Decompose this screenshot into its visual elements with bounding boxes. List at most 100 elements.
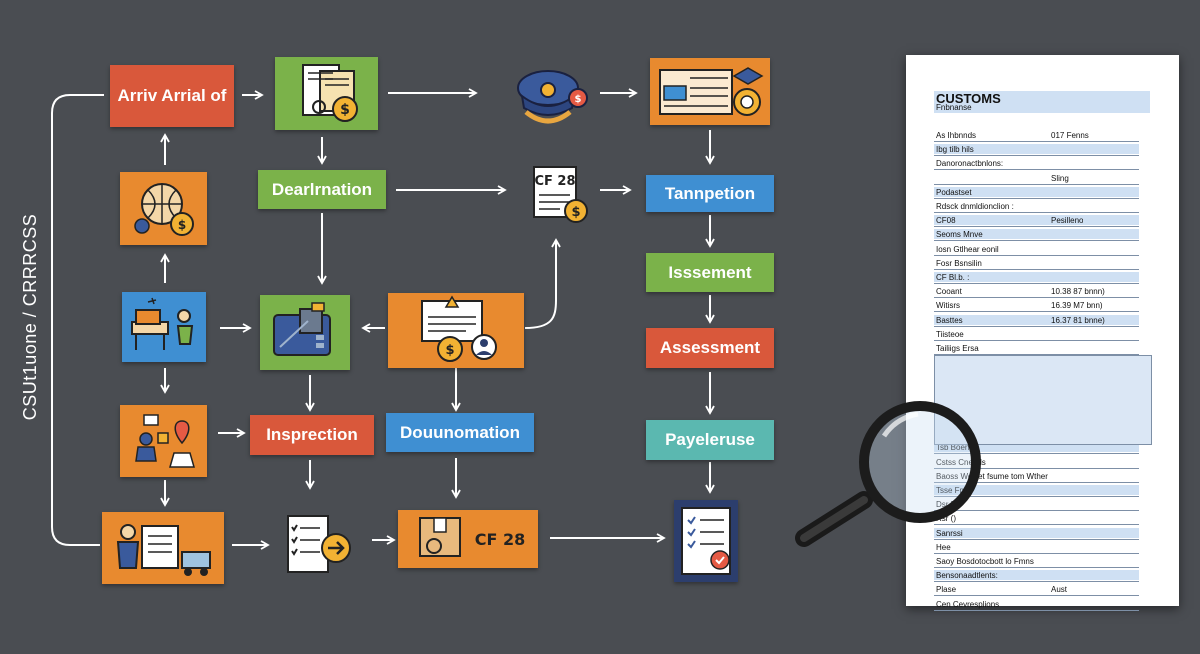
form-rule (934, 339, 1139, 341)
documentation-form-icon[interactable]: $ (388, 293, 524, 368)
form-rule (934, 481, 1139, 483)
tannpetion-label: Tannpetion (664, 183, 756, 203)
form-line-label: Ibg tilb hils (936, 145, 974, 155)
tannpetion-box[interactable]: Tannpetion (646, 175, 774, 212)
form-rule (934, 354, 1139, 355)
form-rule (934, 581, 1139, 583)
vertical-process-title: CSUt1uone / CRRRCSS (20, 213, 40, 421)
declaration-label: Dearlrnation (271, 179, 373, 199)
globe-money-icon[interactable]: $ (120, 172, 207, 245)
svg-text:$: $ (571, 205, 580, 220)
form-line-label: CF Bl.b. : (936, 273, 970, 282)
form-field-bar (934, 229, 1139, 240)
form-line-value: 017 Fenns (1051, 131, 1089, 140)
form-line-label: Hee (936, 542, 951, 552)
form-line-value: Aust (1051, 585, 1068, 595)
form-line-label: Bensonaadtlents: (936, 571, 998, 581)
form-rule (934, 297, 1139, 299)
form-rule (934, 240, 1139, 242)
form-field-bar (934, 144, 1139, 155)
form-rule (934, 595, 1139, 597)
form-rule (934, 254, 1139, 256)
form-line-label: Tailiigs Ersa (936, 344, 979, 353)
form-rule (934, 538, 1139, 540)
form-line-label: Basttes (936, 315, 963, 325)
loop-connector (51, 94, 104, 546)
form-line-label: Iosn Gtlhear eonil (936, 244, 999, 254)
customs-dashboard-icon[interactable] (650, 58, 770, 125)
form-line-value: 10.38 87 bnnn) (1051, 287, 1105, 297)
form-line-label: Witisrs (936, 301, 960, 311)
form-line-value: Pesilleno (1051, 216, 1084, 226)
assessment-label: Assessment (659, 338, 761, 357)
form-line-label: Rdsck dnmldionclion : (936, 202, 1014, 211)
form-rule (934, 197, 1139, 199)
form-line-label: Tiisteoe (936, 329, 964, 339)
container-scanner-icon[interactable] (260, 295, 350, 370)
form-rule (934, 510, 1139, 512)
form-rule (934, 552, 1139, 554)
svg-text:$: $ (178, 218, 186, 232)
form-line-value: 16.37 81 bnne) (1051, 315, 1105, 325)
form-money-icon[interactable]: CF 28 $ (530, 163, 592, 225)
form-line-label: Sanrssi (936, 528, 963, 538)
form-subtitle: Fnbnanse (936, 103, 972, 112)
form-rule (934, 467, 1139, 469)
assessment-box[interactable]: Assessment (646, 328, 774, 368)
payment-box[interactable]: Payeleruse (646, 420, 774, 460)
form-rule (934, 169, 1139, 171)
form-line-label: Cstss Cneeds (936, 458, 986, 467)
documentation-label: Douunomation (400, 422, 520, 442)
document-money-icon[interactable]: $ (275, 57, 378, 130)
cf28-package-text: CF 28 (475, 530, 526, 549)
form-line-label: CF08 (936, 216, 956, 226)
form-line-label: Tsse Fm (936, 486, 966, 495)
issseement-box[interactable]: Isssement (646, 253, 774, 292)
issseement-label: Isssement (668, 262, 752, 282)
form-title-bar (934, 91, 1150, 113)
payment-label: Payeleruse (665, 430, 755, 449)
package-gear-icon[interactable]: CF 28 (398, 510, 538, 568)
inspector-map-icon[interactable] (120, 405, 207, 477)
form-field-bar (934, 485, 1139, 495)
arrival-box[interactable]: Arriv Arrial of (110, 65, 234, 127)
magnifying-glass-icon (792, 400, 992, 550)
form-line-value: Sling (1051, 173, 1069, 183)
svg-text:$: $ (340, 102, 350, 118)
checklist-approved-icon[interactable] (674, 500, 738, 582)
form-rule (934, 524, 1139, 526)
form-line-label: As Ihbnnds (936, 131, 977, 140)
form-line-label: Cen Cevresplions (936, 599, 1000, 609)
form-line-label: Cooant (936, 287, 962, 297)
form-line-label: Danoronactbnlons: (936, 159, 1004, 169)
inspection-box[interactable]: Insprection (250, 415, 374, 455)
form-line-label: Saoy Bosdotocbott lo Fmns (936, 557, 1034, 566)
cf28-form-text: CF 28 (534, 174, 575, 189)
documentation-box[interactable]: Douunomation (386, 413, 534, 452)
form-rule (934, 453, 1139, 455)
form-line-label: Plase (936, 585, 957, 595)
form-field-bar (934, 314, 1139, 325)
arrival-label: Arriv Arrial of (117, 86, 227, 105)
form-field-bar (934, 570, 1139, 581)
form-rule (934, 141, 1139, 142)
customs-cap-icon[interactable]: $ (508, 60, 594, 135)
form-line-label: Rsr () (936, 514, 956, 524)
form-rule (934, 567, 1139, 568)
form-rule (934, 325, 1139, 327)
arrow (524, 238, 561, 329)
form-rule (934, 212, 1139, 213)
svg-text:$: $ (445, 343, 454, 358)
agent-forklift-icon[interactable] (102, 512, 224, 584)
checklist-arrow-icon[interactable] (284, 512, 356, 580)
warehouse-worker-icon[interactable] (122, 292, 206, 362)
declaration-box[interactable]: Dearlrnation (258, 170, 386, 209)
inspection-label: Insprection (266, 425, 358, 444)
form-field-bar (934, 215, 1139, 226)
svg-text:$: $ (575, 94, 582, 105)
form-line-label: Baoss Weiset fsume tom Wther (936, 471, 1048, 481)
form-line-label: Seoms Mnve (936, 230, 983, 240)
form-rule (934, 226, 1139, 228)
form-rule (934, 311, 1139, 313)
